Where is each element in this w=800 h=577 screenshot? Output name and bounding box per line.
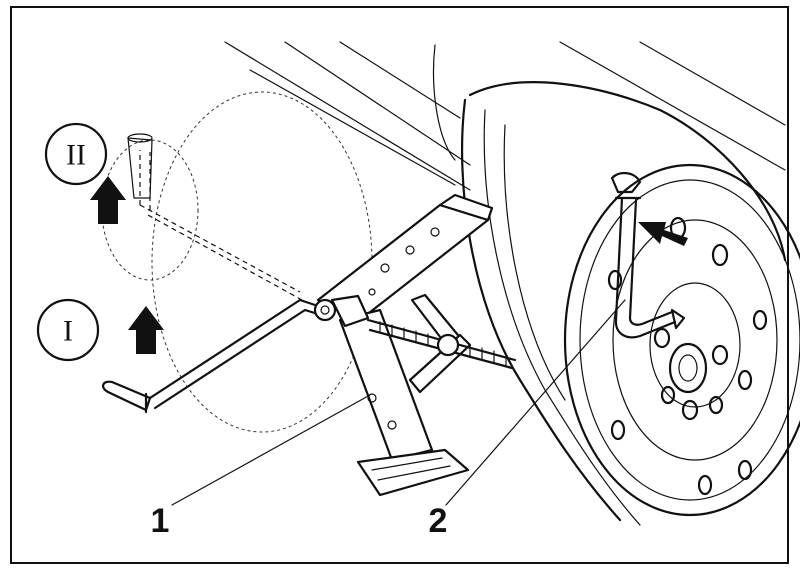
crank-handle-position-ii bbox=[127, 133, 303, 301]
callout-jack-number: 1 bbox=[151, 502, 170, 540]
scissor-jack bbox=[313, 193, 517, 497]
left-arrow-icon bbox=[638, 222, 688, 246]
removed-wheel-outline bbox=[101, 91, 373, 433]
callout-line-wrench bbox=[445, 299, 626, 506]
callout-line-jack bbox=[171, 394, 371, 506]
crank-handle-position-i bbox=[102, 298, 320, 414]
car-body bbox=[224, 41, 786, 191]
stage-ii-label: II bbox=[44, 122, 108, 186]
frame-border bbox=[10, 6, 789, 564]
wheel-bolts bbox=[607, 216, 768, 496]
stage-i-text: I bbox=[63, 315, 73, 348]
stage-ii-text: II bbox=[66, 139, 86, 172]
stage-i-label: I bbox=[36, 298, 100, 362]
car-wheel bbox=[461, 81, 800, 526]
up-arrow-icon bbox=[128, 306, 164, 354]
wheel-wrench bbox=[610, 172, 686, 339]
callout-wrench-number: 2 bbox=[429, 502, 448, 540]
up-arrow-icon bbox=[90, 176, 126, 224]
